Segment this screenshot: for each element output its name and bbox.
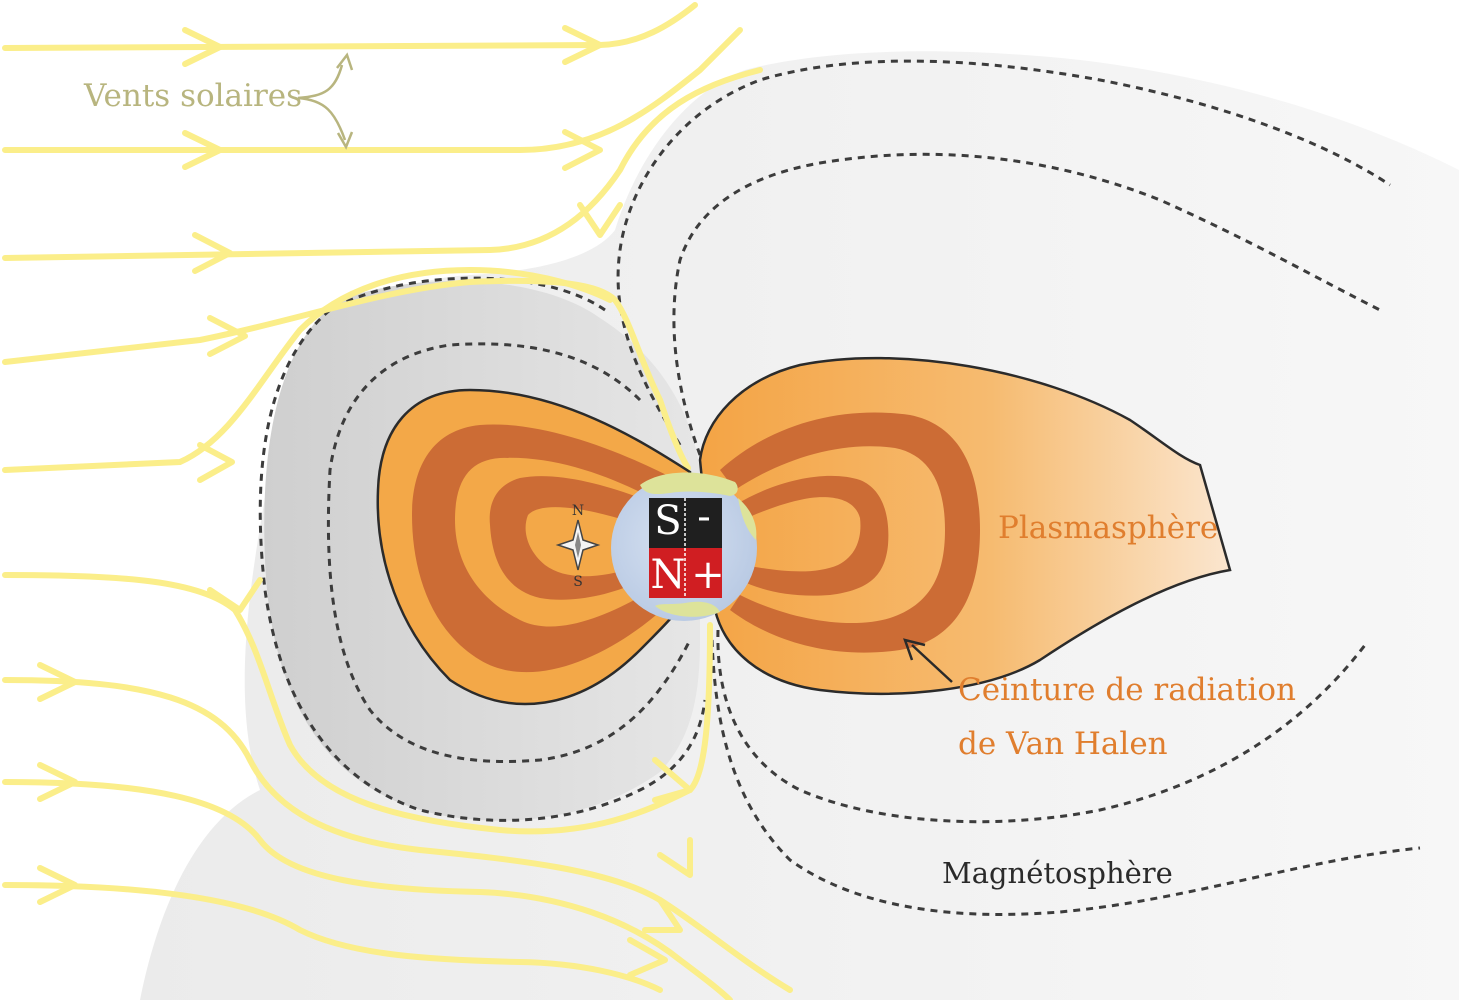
wind-line-6 [2,572,713,835]
wind-line-9 [2,882,663,993]
magnet-north-letter: N [651,552,686,598]
wind-arrow-1b [562,25,603,65]
wind-arrow-5a [197,442,235,483]
wind-arrow-3b [577,202,623,238]
wind-arrow-6b [652,757,693,803]
field-line-outer-top [616,59,1391,446]
compass-north: N [572,503,584,519]
wind-arrowheads [37,25,693,978]
wind-line-7 [2,677,793,993]
radiation-belt-label-2: de Van Halen [958,726,1168,762]
wind-arrow-9b [627,937,668,978]
solar-wind-annotation: Vents solaires [83,52,354,150]
wind-arrow-7a [37,662,78,702]
field-line-inner-left [326,342,692,763]
wind-arrow-2a [182,130,223,170]
wind-arrow-1a [182,27,223,67]
bar-magnet: S - N + [649,494,725,598]
radiation-belt-annotation: Ceinture de radiation de Van Halen [903,638,1296,762]
field-lines [258,59,1421,916]
compass-rose: N S [555,503,601,590]
solar-wind-label: Vents solaires [83,78,302,114]
wind-arrow-6a [207,577,263,613]
field-line-outer-bottom [710,639,1421,916]
wind-arrow-2b [562,129,603,171]
wind-arrow-7b [657,837,693,878]
solar-wind-bracket [297,64,347,141]
magnet-south-letter: S [654,498,681,544]
radiation-belt-label-1: Ceinture de radiation [958,672,1296,708]
wind-arrow-3a [192,232,233,274]
earth-landmass-top [640,472,738,496]
wind-arrow-9a [37,865,78,905]
radiation-belt-arrow-icon [903,638,926,661]
wind-line-8 [2,779,733,1003]
wind-line-1 [2,2,698,51]
plasmasphere-label: Plasmasphère [998,510,1218,546]
wind-arrow-4a [207,315,248,357]
earth-landmass-right [738,498,757,540]
wind-line-3 [2,67,763,261]
belt-left-outer [412,424,685,673]
solar-wind-arrow-up-icon [336,52,354,71]
radiation-belt-pointer [911,644,953,683]
wind-arrow-8a [37,762,78,802]
wind-line-2 [2,27,743,153]
solar-wind-arrow-down-icon [336,131,354,150]
field-line-inner-top [672,152,1381,456]
compass-south: S [573,574,583,590]
magnet-plus-sign: + [691,552,725,598]
magnet-minus-sign: - [697,494,711,540]
wind-arrow-8b [642,897,683,933]
earth-landmass-bottom [655,601,720,617]
wind-line-5 [2,266,613,473]
plasmasphere-right [698,356,1232,695]
belt-right-inner [735,475,889,596]
magnetosphere-label: Magnétosphère [942,856,1173,890]
solar-wind-lines [2,2,793,1003]
